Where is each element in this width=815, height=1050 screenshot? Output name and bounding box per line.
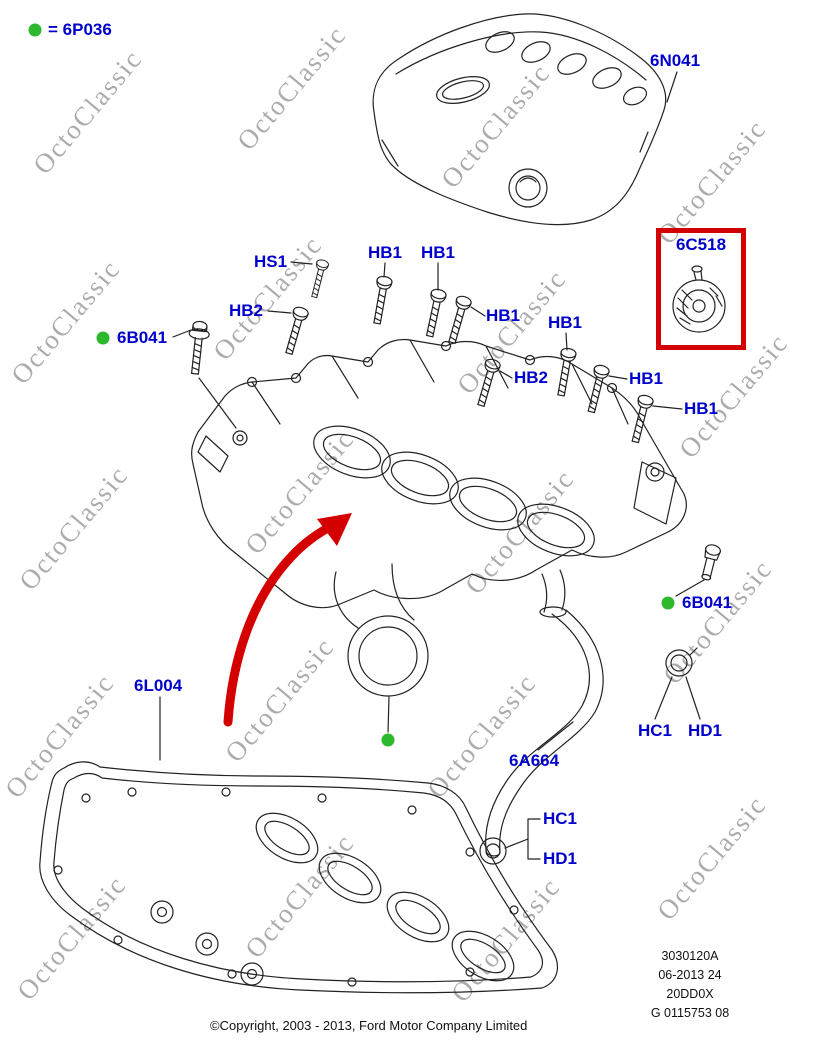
drawing-number-line3: 20DD0X — [666, 987, 714, 1001]
callout-hb2-2: HB2 — [514, 368, 549, 387]
callout-hb2-1: HB2 — [229, 301, 264, 320]
screw-hs1-icon — [307, 258, 330, 299]
callout-6b041-left: 6B041 — [117, 328, 168, 347]
callout-6l004: 6L004 — [134, 676, 183, 695]
callout-hb1-5: HB1 — [629, 369, 664, 388]
red-arrow — [223, 513, 352, 727]
callout-hb1-4: HB1 — [548, 313, 583, 332]
callout-6a664: 6A664 — [509, 751, 560, 770]
fitting-6b041-right-drawing — [701, 544, 721, 581]
green-marker-6p036 — [381, 733, 395, 747]
drawing-number-block: 3030120A 06-2013 24 20DD0X G 0115753 08 — [630, 947, 750, 1023]
callout-hc1-bottom: HC1 — [543, 809, 578, 828]
pcv-valve-drawing — [672, 265, 726, 333]
bolt-hb1-icon — [583, 363, 611, 415]
bolt-hb1-icon — [421, 287, 448, 339]
callout-hb1-6: HB1 — [684, 399, 719, 418]
callout-hc1-right: HC1 — [638, 721, 673, 740]
bolt-hb2-icon — [473, 357, 502, 409]
ford-logo-oval — [436, 76, 490, 104]
callout-hb1-3: HB1 — [486, 306, 521, 325]
callout-6b041-right: 6B041 — [682, 593, 733, 612]
callout-6n041: 6N041 — [650, 51, 701, 70]
green-marker-6b041-right — [661, 596, 675, 610]
drawing-number-line4: G 0115753 08 — [650, 1006, 730, 1020]
drawing-number-line1: 3030120A — [661, 949, 719, 963]
green-marker-6b041-left — [96, 331, 110, 345]
intake-manifold-drawing — [191, 338, 687, 697]
breather-hose-drawing — [479, 609, 698, 865]
bolt-hb2-icon — [281, 305, 310, 357]
green-marker-legend — [28, 23, 42, 37]
bolt-hb1-icon — [369, 274, 394, 326]
hose-clamp-right — [665, 649, 693, 677]
callout-hs1: HS1 — [254, 252, 288, 271]
valve-cover-gasket-drawing — [39, 761, 559, 994]
leader-lines — [159, 71, 705, 860]
bolt-hb1-icon — [444, 294, 473, 346]
bolt-hb1-icon — [553, 346, 578, 398]
legend-part-number: = 6P036 — [48, 20, 112, 39]
callout-hd1-right: HD1 — [688, 721, 723, 740]
callout-hb1-2: HB1 — [421, 243, 456, 262]
callout-hd1-bottom: HD1 — [543, 849, 578, 868]
callout-hb1-1: HB1 — [368, 243, 403, 262]
copyright-text: ©Copyright, 2003 - 2013, Ford Motor Comp… — [210, 1018, 528, 1033]
stud-6b041-left-drawing — [188, 320, 210, 375]
drawing-number-line2: 06-2013 24 — [658, 968, 722, 982]
hose-clamp-bottom — [479, 837, 507, 865]
highlight-box-6c518: 6C518 — [656, 228, 746, 350]
engine-cover-drawing — [372, 13, 667, 226]
callout-6c518: 6C518 — [675, 235, 727, 254]
